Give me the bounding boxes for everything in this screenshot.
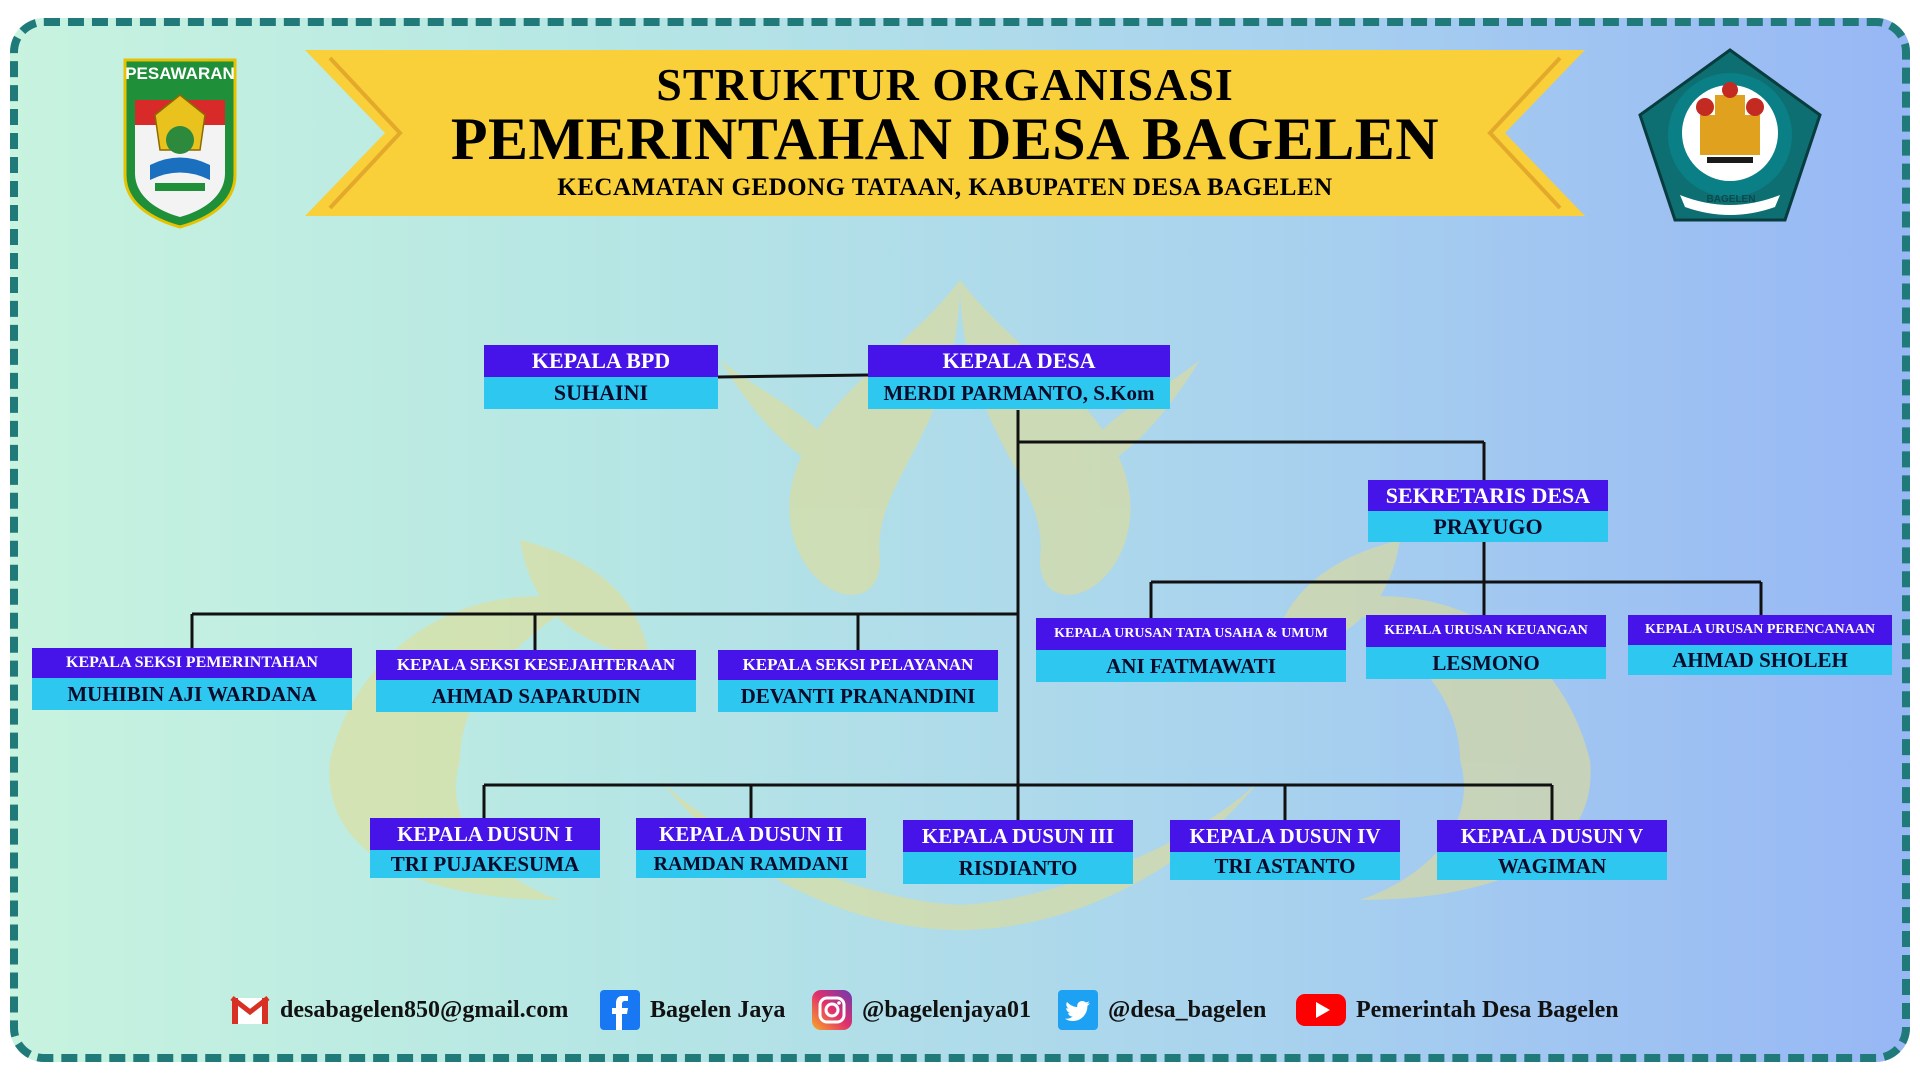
kepala-urusan-box: KEPALA URUSAN KEUANGAN LESMONO <box>1366 615 1606 679</box>
box-name: TRI PUJAKESUMA <box>370 850 600 878</box>
box-title: KEPALA URUSAN TATA USAHA & UMUM <box>1036 618 1346 650</box>
box-title: KEPALA BPD <box>484 345 718 377</box>
twitter-icon <box>1058 990 1098 1030</box>
box-name: MERDI PARMANTO, S.Kom <box>868 377 1170 409</box>
kepala-desa-box: KEPALA DESA MERDI PARMANTO, S.Kom <box>868 345 1170 409</box>
box-title: KEPALA DESA <box>868 345 1170 377</box>
box-name: DEVANTI PRANANDINI <box>718 680 998 712</box>
facebook-text: Bagelen Jaya <box>650 996 786 1023</box>
title-line-3: KECAMATAN GEDONG TATAAN, KABUPATEN DESA … <box>557 174 1333 201</box>
kepala-dusun-box: KEPALA DUSUN IV TRI ASTANTO <box>1170 820 1400 880</box>
box-name: AHMAD SAPARUDIN <box>376 680 696 712</box>
kepala-urusan-box: KEPALA URUSAN TATA USAHA & UMUM ANI FATM… <box>1036 618 1346 682</box>
kepala-seksi-box: KEPALA SEKSI PELAYANAN DEVANTI PRANANDIN… <box>718 650 998 712</box>
kepala-bpd-box: KEPALA BPD SUHAINI <box>484 345 718 409</box>
box-name: SUHAINI <box>484 377 718 409</box>
title-line-2: PEMERINTAHAN DESA BAGELEN <box>450 106 1440 172</box>
bagelen-logo: BAGELEN <box>1635 45 1825 225</box>
youtube-icon <box>1296 990 1346 1030</box>
box-name: PRAYUGO <box>1368 511 1608 542</box>
box-name: AHMAD SHOLEH <box>1628 645 1892 675</box>
kepala-dusun-box: KEPALA DUSUN III RISDIANTO <box>903 820 1133 884</box>
email-text: desabagelen850@gmail.com <box>280 996 569 1023</box>
email-contact[interactable]: desabagelen850@gmail.com <box>230 990 568 1030</box>
kepala-dusun-box: KEPALA DUSUN II RAMDAN RAMDANI <box>636 818 866 878</box>
box-name: RAMDAN RAMDANI <box>636 850 866 878</box>
instagram-icon <box>812 990 852 1030</box>
box-title: KEPALA SEKSI PEMERINTAHAN <box>32 648 352 678</box>
box-title: KEPALA SEKSI PELAYANAN <box>718 650 998 680</box>
title-line-1: STRUKTUR ORGANISASI <box>656 59 1234 110</box>
box-name: ANI FATMAWATI <box>1036 650 1346 682</box>
contact-footer: desabagelen850@gmail.com Bagelen Jaya <box>0 990 1920 1040</box>
box-name: MUHIBIN AJI WARDANA <box>32 678 352 710</box>
sekretaris-desa-box: SEKRETARIS DESA PRAYUGO <box>1368 480 1608 542</box>
box-title: KEPALA DUSUN III <box>903 820 1133 852</box>
twitter-contact[interactable]: @desa_bagelen <box>1058 990 1266 1030</box>
kepala-dusun-box: KEPALA DUSUN I TRI PUJAKESUMA <box>370 818 600 878</box>
box-name: TRI ASTANTO <box>1170 852 1400 880</box>
pesawaran-logo-text: PESAWARAN <box>125 64 235 83</box>
box-name: RISDIANTO <box>903 852 1133 884</box>
box-title: KEPALA URUSAN KEUANGAN <box>1366 615 1606 647</box>
gmail-icon <box>230 990 270 1030</box>
youtube-contact[interactable]: Pemerintah Desa Bagelen <box>1296 990 1619 1030</box>
box-title: SEKRETARIS DESA <box>1368 480 1608 511</box>
box-title: KEPALA DUSUN IV <box>1170 820 1400 852</box>
kepala-seksi-box: KEPALA SEKSI KESEJAHTERAAN AHMAD SAPARUD… <box>376 650 696 712</box>
facebook-contact[interactable]: Bagelen Jaya <box>600 990 785 1030</box>
title-banner: STRUKTUR ORGANISASI PEMERINTAHAN DESA BA… <box>305 50 1585 216</box>
box-title: KEPALA URUSAN PERENCANAAN <box>1628 615 1892 645</box>
pesawaran-logo: PESAWARAN <box>120 55 240 230</box>
bagelen-logo-text: BAGELEN <box>1706 194 1756 205</box>
box-title: KEPALA DUSUN II <box>636 818 866 850</box>
kepala-seksi-box: KEPALA SEKSI PEMERINTAHAN MUHIBIN AJI WA… <box>32 648 352 710</box>
twitter-text: @desa_bagelen <box>1108 996 1267 1023</box>
box-title: KEPALA SEKSI KESEJAHTERAAN <box>376 650 696 680</box>
instagram-text: @bagelenjaya01 <box>862 996 1031 1023</box>
box-title: KEPALA DUSUN I <box>370 818 600 850</box>
box-name: LESMONO <box>1366 647 1606 679</box>
youtube-text: Pemerintah Desa Bagelen <box>1356 996 1619 1023</box>
facebook-icon <box>600 990 640 1030</box>
kepala-urusan-box: KEPALA URUSAN PERENCANAAN AHMAD SHOLEH <box>1628 615 1892 675</box>
box-title: KEPALA DUSUN V <box>1437 820 1667 852</box>
kepala-dusun-box: KEPALA DUSUN V WAGIMAN <box>1437 820 1667 880</box>
instagram-contact[interactable]: @bagelenjaya01 <box>812 990 1031 1030</box>
box-name: WAGIMAN <box>1437 852 1667 880</box>
